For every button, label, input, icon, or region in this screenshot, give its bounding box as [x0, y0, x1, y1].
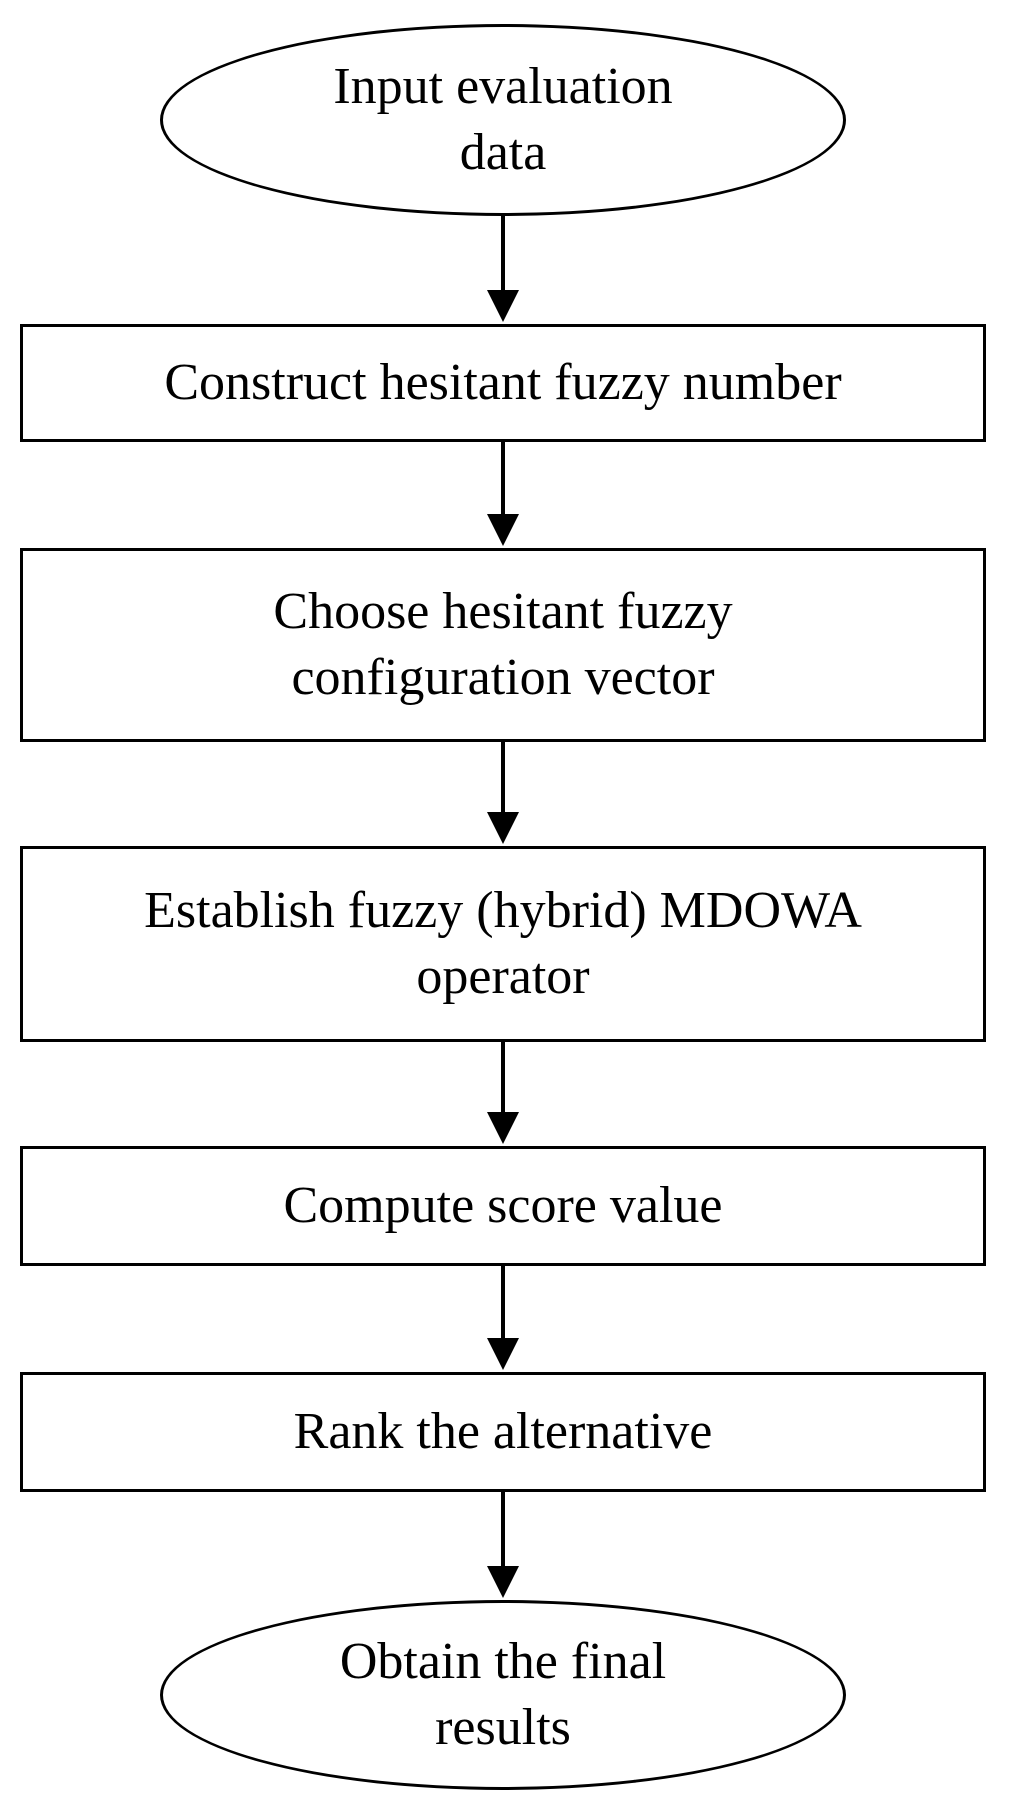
process-step-label: Establish fuzzy (hybrid) MDOWA operator [144, 882, 862, 1005]
process-step-rank: Rank the alternative [20, 1372, 986, 1492]
start-node: Input evaluation data [160, 24, 846, 216]
start-node-label: Input evaluation data [333, 58, 673, 181]
process-step-compute: Compute score value [20, 1146, 986, 1266]
process-step-choose: Choose hesitant fuzzy configuration vect… [20, 548, 986, 742]
process-step-construct: Construct hesitant fuzzy number [20, 324, 986, 442]
end-node: Obtain the final results [160, 1600, 846, 1790]
process-step-label: Construct hesitant fuzzy number [164, 354, 842, 411]
process-step-label: Choose hesitant fuzzy configuration vect… [273, 583, 733, 706]
process-step-label: Rank the alternative [293, 1403, 713, 1460]
process-step-label: Compute score value [283, 1177, 723, 1234]
process-step-establish: Establish fuzzy (hybrid) MDOWA operator [20, 846, 986, 1042]
end-node-label: Obtain the final results [339, 1633, 667, 1756]
